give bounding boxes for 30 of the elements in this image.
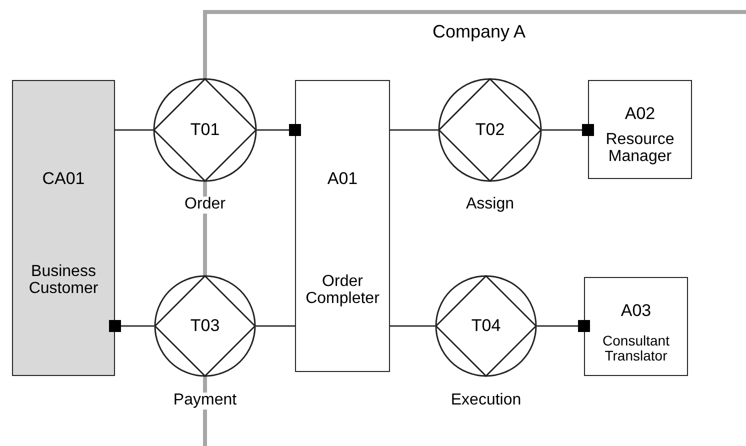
actor-role: Business Customer [28, 264, 100, 298]
actor-role: Resource Manager [604, 132, 676, 166]
connector-line [255, 325, 295, 327]
connector-line [541, 124, 594, 136]
transaction-id: T03 [190, 317, 220, 335]
transaction-id: T01 [190, 121, 220, 139]
connector-line [390, 129, 439, 131]
transaction-name: Order [182, 196, 228, 214]
transaction-symbol [435, 275, 537, 377]
connector-line [390, 325, 436, 327]
actor-box [12, 80, 115, 376]
transaction-id: T02 [475, 121, 505, 139]
transaction-id: T04 [471, 317, 501, 335]
boundary-label: Company A [432, 22, 526, 42]
actor-box [588, 80, 692, 179]
actor-box [295, 80, 390, 372]
actor-role: Order Completer [304, 274, 380, 308]
actor-id: A02 [624, 105, 656, 123]
transaction-symbol [438, 78, 542, 182]
actor-id: CA01 [42, 170, 85, 188]
actor-box [584, 277, 688, 376]
actor-id: A03 [620, 302, 652, 320]
actor-id: A01 [327, 170, 358, 188]
connector-line [115, 129, 154, 131]
connector-line [536, 320, 590, 332]
actor-role: Consultant Translator [602, 333, 670, 363]
connector-line [109, 320, 155, 332]
connector-line [256, 124, 301, 136]
transaction-symbol [153, 78, 257, 182]
transaction-symbol [154, 275, 256, 377]
